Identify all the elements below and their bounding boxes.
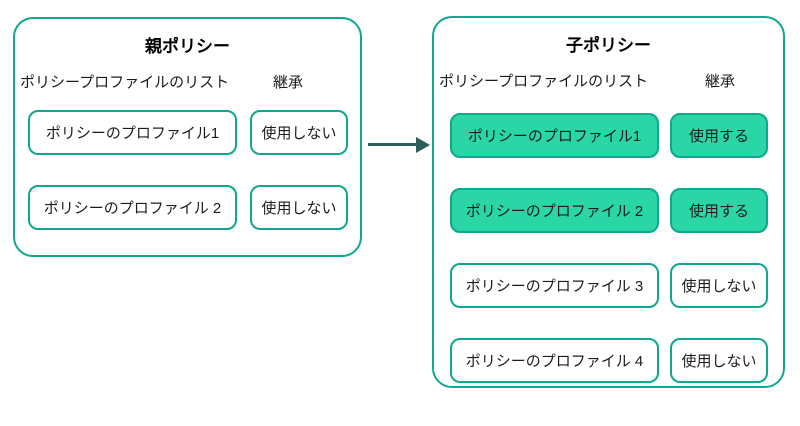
child-profile-2-chip: ポリシーのプロファイル 2: [450, 188, 659, 233]
child-policy-title: 子ポリシー: [566, 36, 651, 55]
child-profile-4-chip: ポリシーのプロファイル 4: [450, 338, 659, 383]
child-profile-3-chip: ポリシーのプロファイル 3: [450, 263, 659, 308]
parent-inheritance-column-label: 継承: [273, 74, 304, 91]
parent-profile-2-inheritance-chip: 使用しない: [250, 185, 348, 230]
inheritance-arrow-head-icon: [416, 137, 430, 153]
inheritance-arrow-line: [368, 143, 418, 146]
parent-profile-1-chip: ポリシーのプロファイル1: [28, 110, 237, 155]
child-profile-3-inheritance-chip: 使用しない: [670, 263, 768, 308]
child-profile-1-chip: ポリシーのプロファイル1: [450, 113, 659, 158]
parent-profiles-list-column-label: ポリシープロファイルのリスト: [20, 74, 230, 91]
parent-policy-box: 親ポリシー ポリシープロファイルのリスト 継承 ポリシーのプロファイル1 使用し…: [13, 17, 362, 257]
child-profile-2-inheritance-chip: 使用する: [670, 188, 768, 233]
parent-profile-1-inheritance-chip: 使用しない: [250, 110, 348, 155]
child-profile-4-inheritance-chip: 使用しない: [670, 338, 768, 383]
child-inheritance-column-label: 継承: [705, 73, 736, 90]
parent-profile-2-chip: ポリシーのプロファイル 2: [28, 185, 237, 230]
child-profiles-list-column-label: ポリシープロファイルのリスト: [439, 73, 649, 90]
child-policy-box: 子ポリシー ポリシープロファイルのリスト 継承 ポリシーのプロファイル1 使用す…: [432, 16, 785, 388]
parent-policy-title: 親ポリシー: [145, 37, 230, 56]
child-profile-1-inheritance-chip: 使用する: [670, 113, 768, 158]
